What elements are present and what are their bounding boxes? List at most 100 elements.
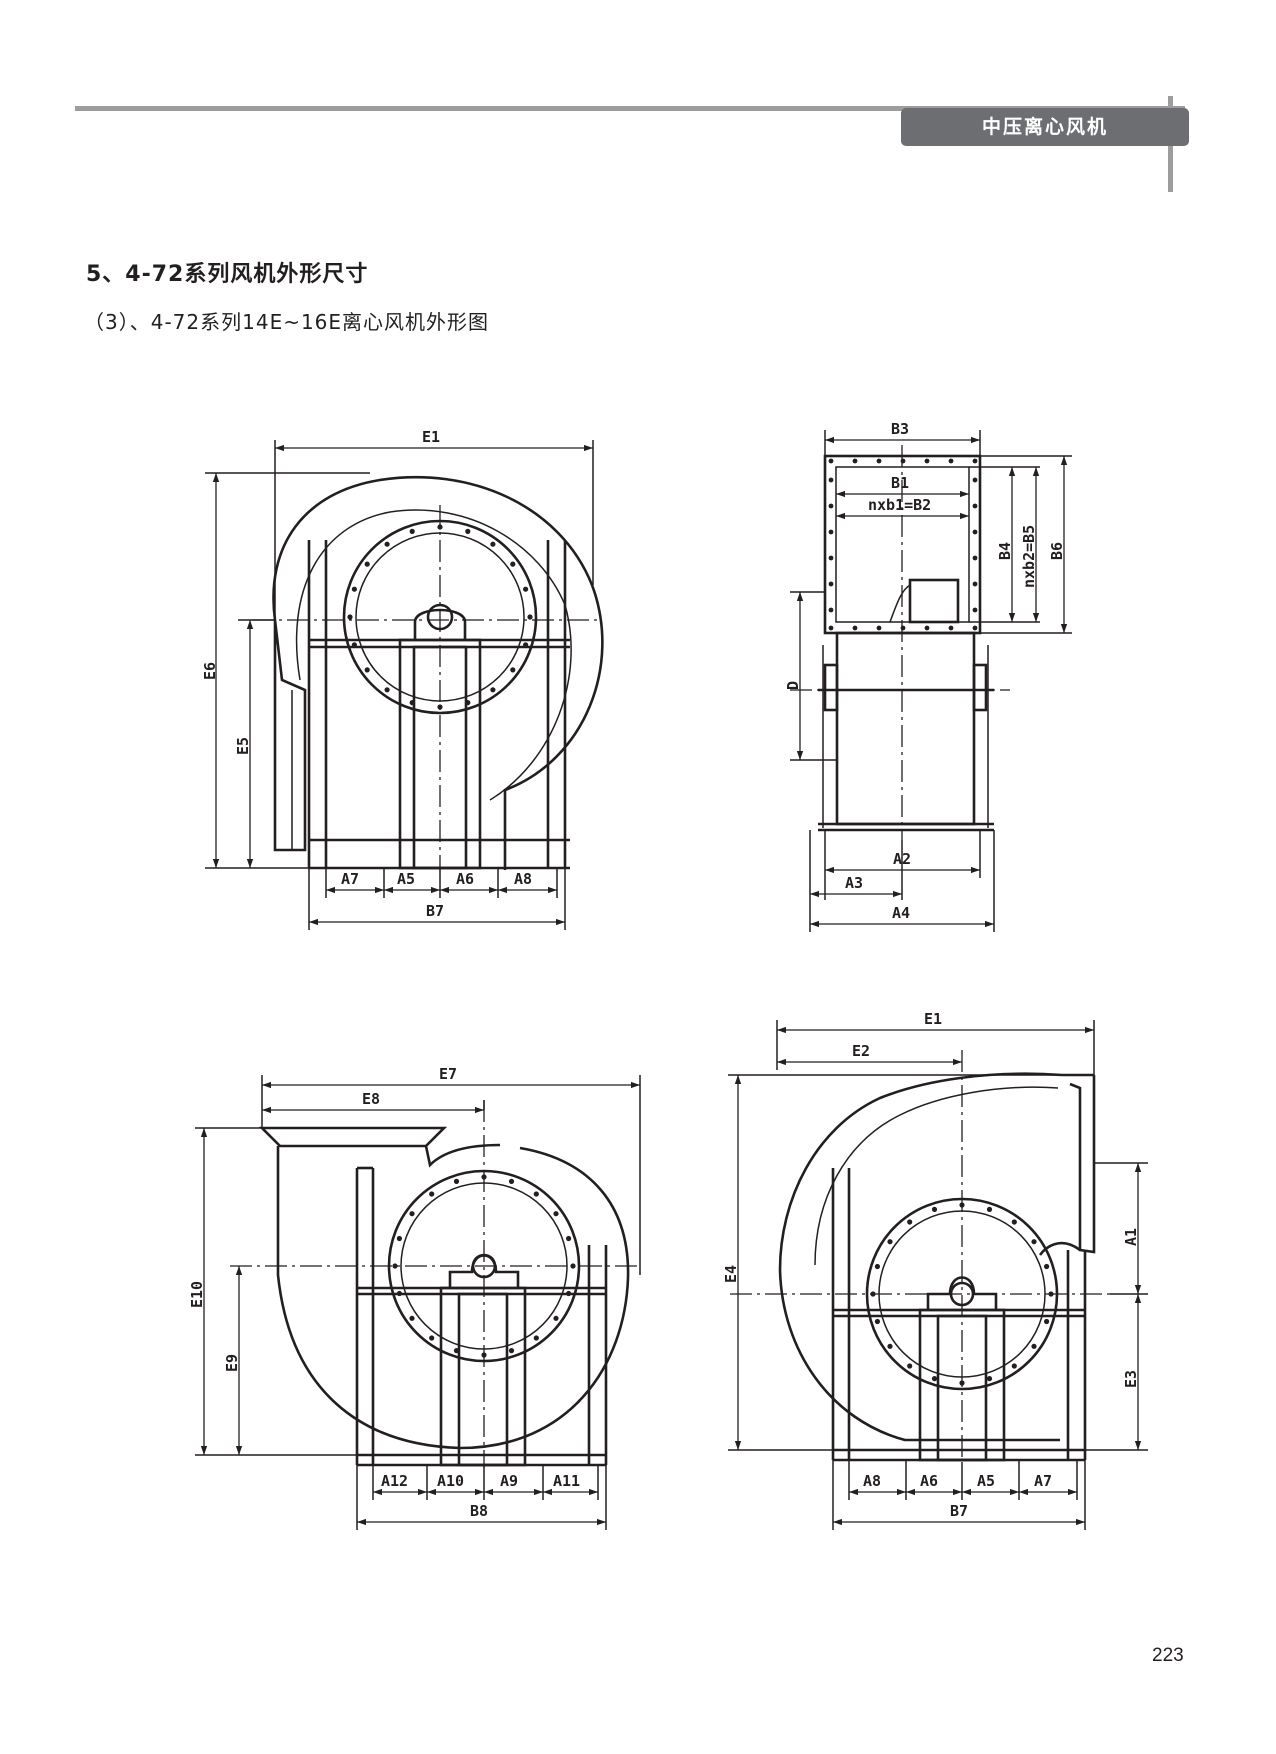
bolt-hole [887, 1343, 893, 1349]
dim-label-B7: B7 [950, 1502, 968, 1520]
scroll-inner [295, 509, 572, 801]
bolt-hole [523, 642, 529, 648]
dim-label-D: D [784, 681, 802, 690]
dim-label-A5: A5 [397, 870, 415, 888]
bolt-hole [508, 1348, 515, 1354]
dim-label-A4: A4 [892, 904, 910, 922]
flange-bolt [828, 625, 834, 631]
dim-label-B2: nxb1=B2 [868, 496, 931, 514]
front-view-bottom-right: E1 E2 E4 A1 E3 A8 A6 A5 A7 B7 [722, 1010, 1148, 1530]
flange-bolt [924, 458, 930, 464]
header-rule [75, 106, 1185, 111]
flange-bolt [852, 458, 858, 464]
bolt-hole [533, 1191, 539, 1197]
bolt-hole [510, 667, 516, 673]
dim-label-B6: B6 [1048, 542, 1066, 560]
flange-bolt [972, 625, 978, 631]
bolt-hole [986, 1376, 993, 1382]
flange-bolt [972, 477, 978, 483]
flange-bolt [828, 581, 834, 587]
bolt-hole [364, 667, 370, 673]
dim-label-A3: A3 [845, 874, 863, 892]
dim-label-E6: E6 [201, 662, 219, 680]
dim-label-E3: E3 [1122, 1370, 1140, 1388]
flange-bolt [972, 581, 978, 587]
bolt-hole [1044, 1263, 1050, 1270]
bolt-hole [429, 1191, 435, 1197]
bolt-hole [409, 528, 415, 535]
flange-bolt [828, 607, 834, 613]
flange-bolt [876, 458, 882, 464]
dim-label-A10: A10 [437, 1472, 464, 1490]
dim-label-E1: E1 [924, 1010, 942, 1028]
bolt-hole [527, 614, 533, 620]
scroll-housing [272, 475, 604, 870]
bolt-hole [409, 1315, 415, 1321]
dim-label-A6: A6 [456, 870, 474, 888]
dim-label-A11: A11 [553, 1472, 580, 1490]
bolt-hole [384, 541, 390, 547]
page-number: 223 [1152, 1645, 1184, 1666]
left-hub [823, 663, 839, 712]
bolt-hole [481, 1174, 487, 1180]
dim-label-A8: A8 [863, 1472, 881, 1490]
bolt-hole [490, 687, 496, 693]
section-title: 5、4-72系列风机外形尺寸 [86, 262, 369, 287]
bolt-hole [364, 561, 370, 567]
bolt-hole [887, 1239, 893, 1245]
flange-bolt [948, 625, 954, 631]
bolt-hole [392, 1263, 398, 1269]
front-view-bottom-left: E7 E8 E10 E9 A12 A10 A9 A11 B8 [188, 1065, 641, 1530]
dim-label-E10: E10 [188, 1281, 206, 1308]
dim-label-E9: E9 [223, 1354, 241, 1372]
flange-bolt [972, 458, 978, 464]
flange-bolt [828, 529, 834, 535]
dim-label-E5: E5 [234, 737, 252, 755]
dim-label-B8: B8 [470, 1502, 488, 1520]
dim-label-A1: A1 [1122, 1228, 1140, 1246]
bolt-hole [570, 1263, 576, 1269]
flange-bolt [972, 503, 978, 509]
flange-bolt [828, 477, 834, 483]
bolt-hole [1011, 1363, 1017, 1369]
bolt-hole [986, 1206, 993, 1212]
bolt-hole [437, 524, 443, 530]
flange-bolt [900, 458, 906, 464]
bolt-hole [523, 586, 529, 592]
bolt-hole [351, 642, 357, 648]
bolt-hole [907, 1219, 913, 1225]
outlet-tongue [908, 578, 960, 624]
bolt-hole [409, 1211, 415, 1217]
bolt-hole [453, 1178, 460, 1184]
dim-label-A6: A6 [920, 1472, 938, 1490]
dim-label-A7: A7 [1034, 1472, 1052, 1490]
bolt-hole [907, 1363, 913, 1369]
flange-bolt [852, 625, 858, 631]
bolt-hole [508, 1178, 515, 1184]
bolt-hole [553, 1315, 559, 1321]
front-view-left: E1 E6 E5 A7 A5 A6 A8 B7 [201, 428, 604, 930]
scroll-housing [276, 1146, 630, 1450]
flange-bolt [828, 555, 834, 561]
housing-body [835, 631, 976, 826]
bolt-hole [351, 586, 357, 592]
outlet-plate [258, 1126, 448, 1148]
dim-label-E2: E2 [852, 1042, 870, 1060]
outlet-duct [273, 619, 307, 852]
bolt-hole [347, 614, 353, 620]
dim-label-A2: A2 [893, 850, 911, 868]
dim-label-E4: E4 [722, 1265, 740, 1283]
dim-label-B3: B3 [891, 420, 909, 438]
dim-label-E1: E1 [422, 428, 440, 446]
side-view: B3 B1 nxb1=B2 B4 nxb2=B5 B6 D A2 A3 A4 [784, 420, 1072, 932]
dim-label-A5: A5 [977, 1472, 995, 1490]
category-tab: 中压离心风机 [901, 108, 1189, 146]
bolt-hole [481, 1352, 487, 1358]
bolt-holes [347, 458, 1054, 1386]
dim-label-B4: B4 [996, 542, 1014, 560]
bolt-hole [510, 561, 516, 567]
flange-bolt [876, 625, 882, 631]
bolt-hole [437, 704, 443, 710]
figure-subtitle: （3）、4-72系列14E~16E离心风机外形图 [84, 310, 490, 334]
dim-label-A8: A8 [514, 870, 532, 888]
